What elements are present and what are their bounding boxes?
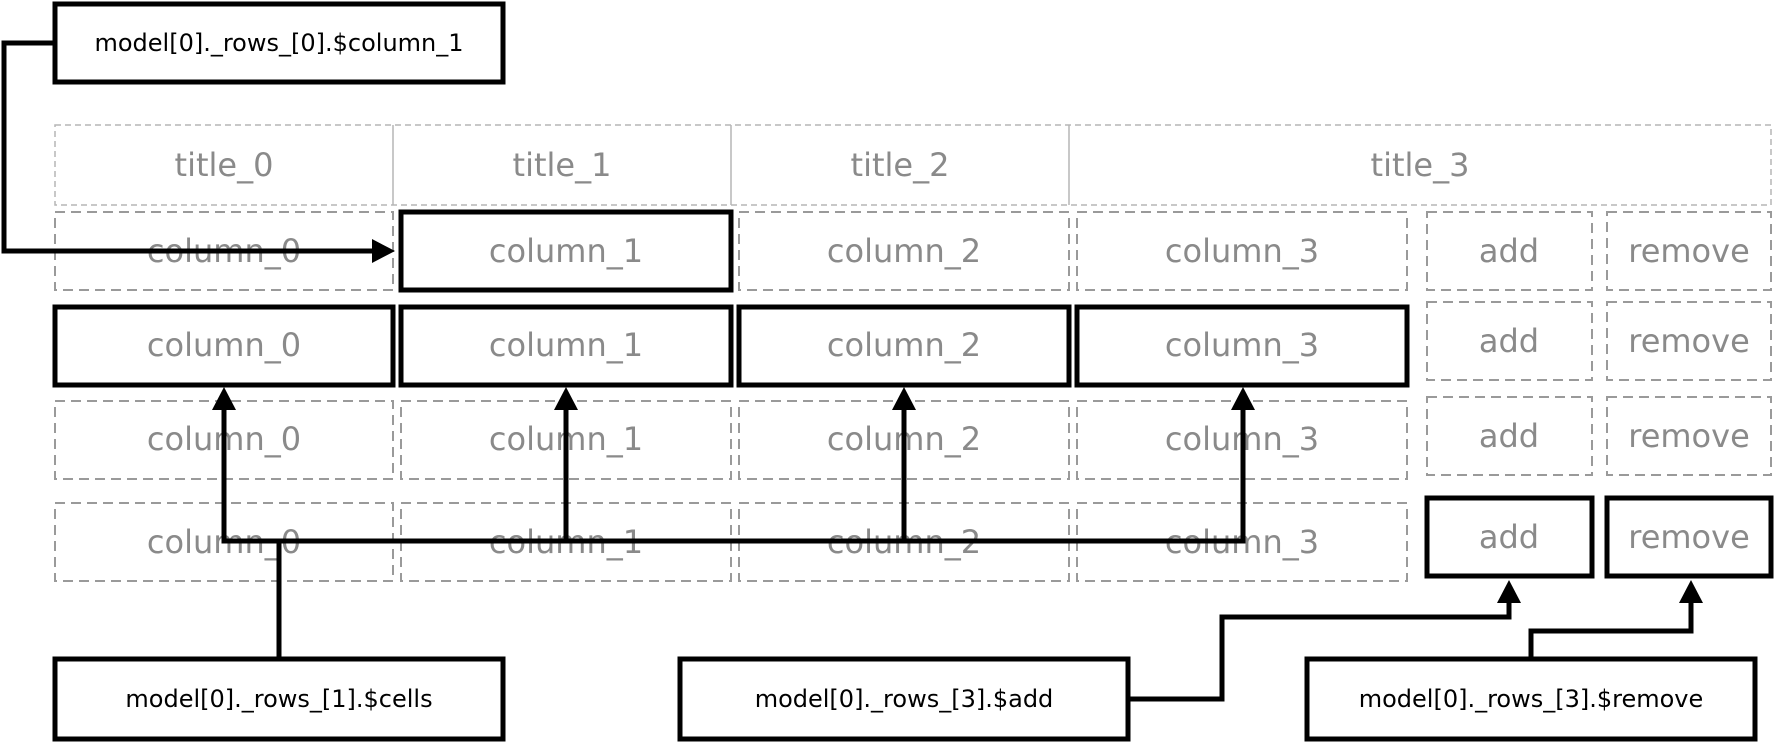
callout-column1: model[0]._rows_[0].$column_1 <box>52 1 506 85</box>
header-title-2: title_2 <box>851 146 950 184</box>
header-title-3: title_3 <box>1371 146 1470 184</box>
table-row: column_0 column_1 column_2 column_3 add … <box>54 209 1772 293</box>
callout-remove-label: model[0]._rows_[3].$remove <box>1359 685 1704 713</box>
cell-column-2: column_2 <box>827 326 981 364</box>
connector-line <box>224 407 1246 544</box>
add-button[interactable] <box>1426 396 1593 476</box>
cell-column-1: column_1 <box>489 232 643 270</box>
header-title-0: title_0 <box>175 146 274 184</box>
header-border <box>54 124 1772 206</box>
callout-cells: model[0]._rows_[1].$cells <box>52 656 506 742</box>
cell-column-3: column_3 <box>1165 326 1319 364</box>
highlighted-cell-box <box>52 304 396 388</box>
add-label: add <box>1479 322 1539 360</box>
arrowhead <box>372 239 395 263</box>
table-row: column_0 column_1 column_2 column_3 add … <box>52 301 1772 388</box>
connector-remove <box>1528 580 1703 659</box>
arrowhead <box>554 387 578 410</box>
remove-label: remove <box>1628 322 1750 360</box>
callout-cells-label: model[0]._rows_[1].$cells <box>125 685 432 713</box>
remove-button[interactable] <box>1606 211 1772 291</box>
cell-column-0: column_0 <box>147 326 301 364</box>
add-button[interactable] <box>1426 211 1593 291</box>
arrowhead <box>892 387 916 410</box>
cell-box <box>738 211 1070 291</box>
remove-label: remove <box>1628 232 1750 270</box>
arrowhead <box>212 387 236 410</box>
header-title-1: title_1 <box>513 146 612 184</box>
remove-button[interactable] <box>1604 495 1774 579</box>
cell-box <box>1076 211 1408 291</box>
callout-column1-label: model[0]._rows_[0].$column_1 <box>94 29 463 57</box>
connector-add <box>1128 580 1521 702</box>
connector-line <box>1 40 372 254</box>
add-button[interactable] <box>1424 495 1595 579</box>
callout-add-label: model[0]._rows_[3].$add <box>755 685 1054 713</box>
callout-remove: model[0]._rows_[3].$remove <box>1304 656 1758 742</box>
remove-label: remove <box>1628 417 1750 455</box>
arrowhead <box>1231 387 1255 410</box>
cell-column-1: column_1 <box>489 326 643 364</box>
remove-label: remove <box>1628 518 1750 556</box>
add-label: add <box>1479 417 1539 455</box>
connector-line <box>1528 600 1694 659</box>
highlighted-cell-box <box>398 209 734 293</box>
callout-add: model[0]._rows_[3].$add <box>677 656 1131 742</box>
connector-cells <box>212 387 1255 659</box>
arrowhead <box>1497 580 1521 603</box>
header-row: title_0 title_1 title_2 title_3 <box>54 124 1772 206</box>
cell-column-3: column_3 <box>1165 232 1319 270</box>
add-button[interactable] <box>1426 301 1593 381</box>
add-label: add <box>1479 232 1539 270</box>
highlighted-cell-box <box>398 304 734 388</box>
remove-button[interactable] <box>1606 301 1772 381</box>
connector-column1 <box>1 40 395 263</box>
highlighted-cell-box <box>1074 304 1410 388</box>
add-label: add <box>1479 518 1539 556</box>
arrowhead <box>1679 580 1703 603</box>
connector-line <box>1128 600 1512 702</box>
cell-column-2: column_2 <box>827 232 981 270</box>
highlighted-cell-box <box>736 304 1072 388</box>
remove-button[interactable] <box>1606 396 1772 476</box>
